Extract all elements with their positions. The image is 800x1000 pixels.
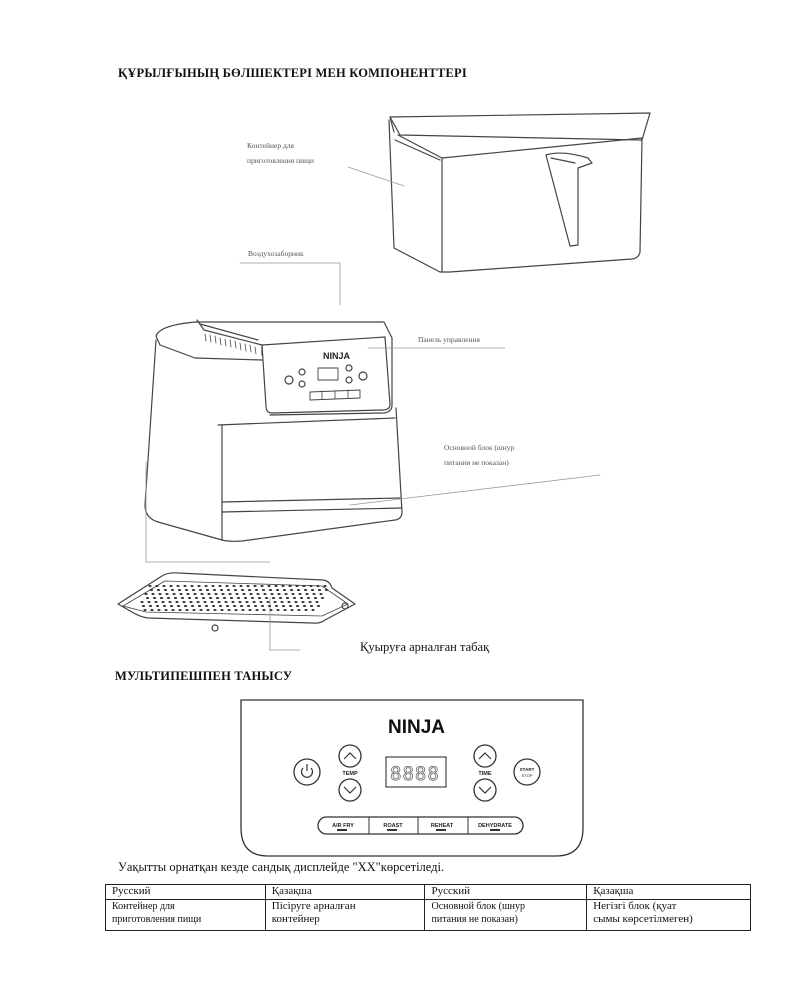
label-control-panel: Панель управления [418, 335, 480, 344]
unit-brand-logo: NINJA [323, 351, 351, 361]
basket-drawing [388, 112, 651, 273]
header-cell: Қазақша [586, 884, 751, 900]
stop-label: STOP [522, 773, 533, 778]
mode-roast: ROAST [383, 823, 403, 829]
time-label: TIME [478, 771, 491, 777]
section-title-intro: МУЛЬТИПЕШПЕН ТАНЫСУ [115, 669, 293, 683]
table-header-row: Русский Қазақша Русский Қазақша [105, 884, 751, 900]
crisper-plate-drawing [117, 572, 356, 632]
section-title-components: ҚҰРЫЛҒЫНЫҢ БӨЛШЕКТЕРІ МЕН КОМПОНЕНТТЕРІ [118, 66, 467, 80]
translation-table: Русский Қазақша Русский Қазақша Контейне… [105, 884, 751, 931]
header-cell: Русский [424, 884, 588, 900]
display-note: Уақытты орнатқан кезде сандық дисплейде … [118, 860, 445, 874]
label-main-unit: Основной блок (шнур питания не показан) [444, 443, 515, 467]
panel-display-digits: 8888 [390, 763, 440, 785]
leader-lines [145, 166, 601, 651]
label-air-intake: Воздухозаборник [248, 249, 304, 258]
start-label: START [520, 767, 535, 772]
mode-reheat: REHEAT [431, 823, 454, 829]
temp-label: TEMP [342, 771, 358, 777]
mode-dehydrate: DEHYDRATE [478, 823, 512, 829]
header-cell: Қазақша [264, 884, 426, 900]
header-cell: Русский [105, 884, 266, 900]
main-unit-drawing [144, 319, 403, 542]
mode-air-fry: AIR FRY [332, 823, 354, 829]
crisper-plate-holes [140, 585, 329, 611]
label-fry-tray: Қуыруға арналған табақ [360, 640, 490, 654]
label-container: Контейнер для приготовления пищи [247, 141, 314, 165]
panel-brand-logo: NINJA [388, 717, 445, 738]
